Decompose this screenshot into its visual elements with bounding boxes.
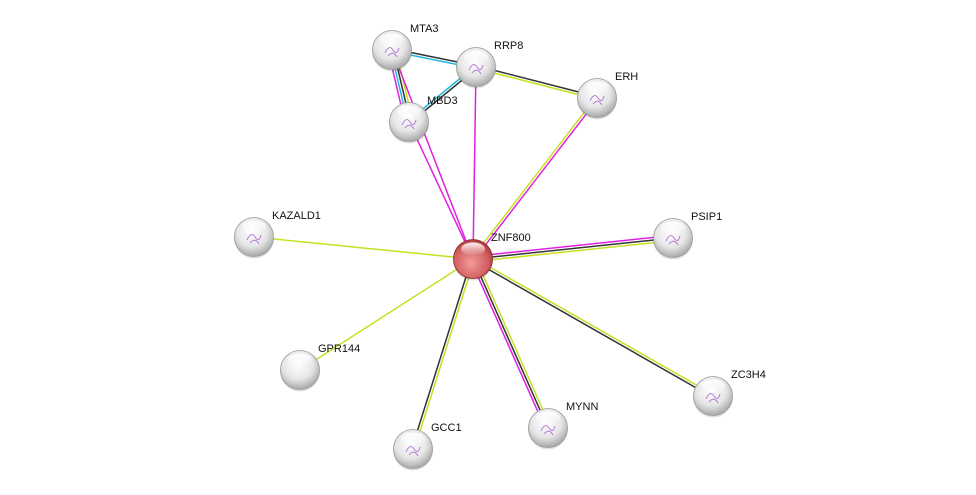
node-highlight [701, 379, 725, 393]
protein-structure-icon [540, 425, 556, 436]
node-highlight [397, 105, 421, 119]
edge-line-experiments [473, 98, 599, 261]
edge-mta3-znf800[interactable] [391, 49, 474, 260]
node-highlight [401, 432, 425, 446]
node-psip1[interactable]: PSIP1 [653, 211, 722, 260]
edge-line-experiments [472, 234, 673, 258]
edge-gcc1-znf800[interactable] [411, 258, 475, 450]
node-highlight [661, 221, 685, 235]
protein-structure-icon [589, 95, 605, 106]
node-highlight [585, 81, 609, 95]
node-highlight [242, 220, 266, 234]
protein-structure-icon [405, 446, 421, 457]
node-mbd3[interactable]: MBD3 [389, 95, 458, 144]
edge-line-experiments [408, 121, 474, 260]
node-znf800[interactable]: ZNF800 [453, 232, 531, 281]
node-highlight [288, 353, 312, 367]
node-mta3[interactable]: MTA3 [372, 23, 439, 72]
node-label: GCC1 [431, 422, 462, 434]
edge-psip1-znf800[interactable] [472, 234, 674, 263]
edge-line-experiments [472, 66, 477, 260]
node-label: MBD3 [427, 95, 458, 107]
node-label: ZC3H4 [731, 369, 766, 381]
node-label: KAZALD1 [272, 210, 321, 222]
node-highlight [536, 411, 560, 425]
edge-line-textmining [253, 236, 474, 260]
edge-line-textmining [299, 258, 474, 371]
edge-line-coexpression [411, 258, 473, 449]
protein-structure-icon [401, 119, 417, 130]
edge-line-coexpression [471, 259, 713, 398]
node-label: ERH [615, 71, 638, 83]
edge-line-textmining [413, 259, 475, 450]
node-highlight [461, 242, 485, 256]
protein-structure-icon [665, 235, 681, 246]
node-label: GPR144 [318, 343, 360, 355]
edge-erh-znf800[interactable] [471, 96, 599, 261]
node-label: MYNN [566, 401, 598, 413]
edge-line-coexpression [476, 65, 598, 98]
edge-line-textmining [473, 257, 715, 396]
edge-line-textmining [475, 67, 597, 100]
edge-line-textmining [471, 96, 597, 259]
edge-rrp8-erh[interactable] [475, 65, 598, 100]
node-zc3h4[interactable]: ZC3H4 [693, 369, 766, 418]
edge-line-experiments [391, 49, 474, 260]
protein-structure-icon [705, 393, 721, 404]
protein-structure-icon [384, 47, 400, 58]
node-erh[interactable]: ERH [577, 71, 638, 120]
edge-kazald1-znf800[interactable] [253, 236, 474, 260]
protein-structure-icon [468, 64, 484, 75]
edge-line-textmining [473, 239, 674, 263]
edge-mynn-znf800[interactable] [469, 257, 552, 430]
node-label: MTA3 [410, 23, 439, 35]
edge-line-coexpression [472, 258, 549, 429]
edge-line-coexpression [472, 237, 674, 260]
node-highlight [380, 33, 404, 47]
node-label: PSIP1 [691, 211, 722, 223]
edge-zc3h4-znf800[interactable] [471, 257, 715, 398]
protein-structure-icon [246, 234, 262, 245]
edge-mbd3-znf800[interactable] [408, 121, 474, 260]
node-rrp8[interactable]: RRP8 [456, 40, 523, 89]
edge-line-textmining [474, 257, 552, 428]
node-gpr144[interactable]: GPR144 [280, 343, 360, 392]
node-gcc1[interactable]: GCC1 [393, 422, 462, 471]
node-highlight [464, 50, 488, 64]
edge-rrp8-znf800[interactable] [472, 66, 477, 260]
node-label: ZNF800 [491, 232, 531, 244]
node-mynn[interactable]: MYNN [528, 401, 598, 450]
node-kazald1[interactable]: KAZALD1 [234, 210, 321, 259]
edge-line-experiments [469, 259, 547, 430]
node-label: RRP8 [494, 40, 523, 52]
edge-gpr144-znf800[interactable] [299, 258, 474, 371]
